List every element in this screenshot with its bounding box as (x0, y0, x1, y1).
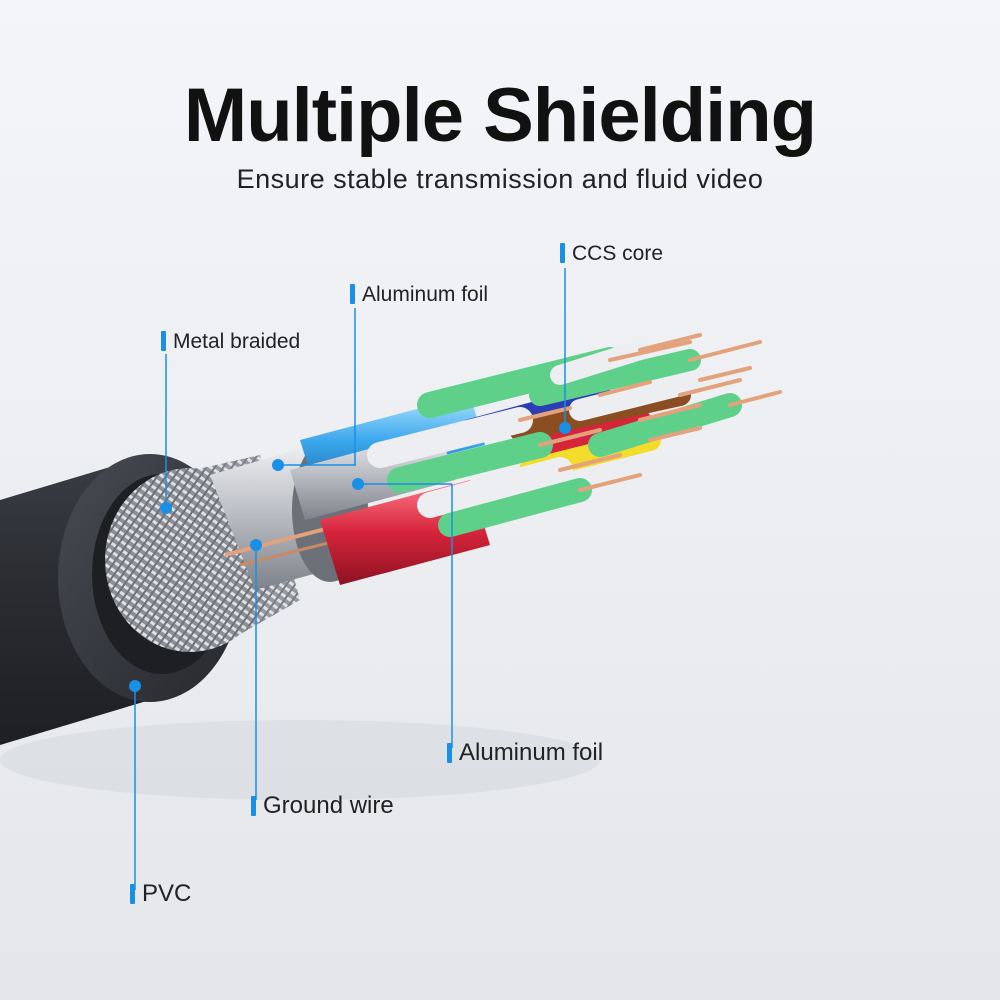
label-ground-wire: Ground wire (251, 792, 394, 820)
label-pvc-text: PVC (142, 880, 192, 907)
label-pvc: PVC (130, 880, 191, 908)
label-ground-wire-text: Ground wire (263, 792, 394, 819)
label-ccs-core: CCS core (560, 242, 663, 266)
label-marker (560, 243, 565, 263)
label-marker (161, 331, 166, 351)
label-ccs-core-text: CCS core (572, 242, 664, 265)
label-metal-braided: Metal braided (161, 330, 300, 354)
page-title: Multiple Shielding (183, 73, 817, 158)
label-aluminum-foil-bottom: Aluminum foil (447, 739, 603, 767)
label-marker (350, 284, 355, 304)
label-aluminum-foil-top-text: Aluminum foil (362, 283, 489, 306)
label-metal-braided-text: Metal braided (173, 330, 301, 353)
page-subtitle: Ensure stable transmission and fluid vid… (236, 164, 764, 194)
label-aluminum-foil-top: Aluminum foil (350, 283, 488, 307)
label-marker (130, 884, 135, 904)
label-marker (251, 796, 256, 816)
label-aluminum-foil-bottom-text: Aluminum foil (459, 739, 604, 766)
label-marker (447, 743, 452, 763)
